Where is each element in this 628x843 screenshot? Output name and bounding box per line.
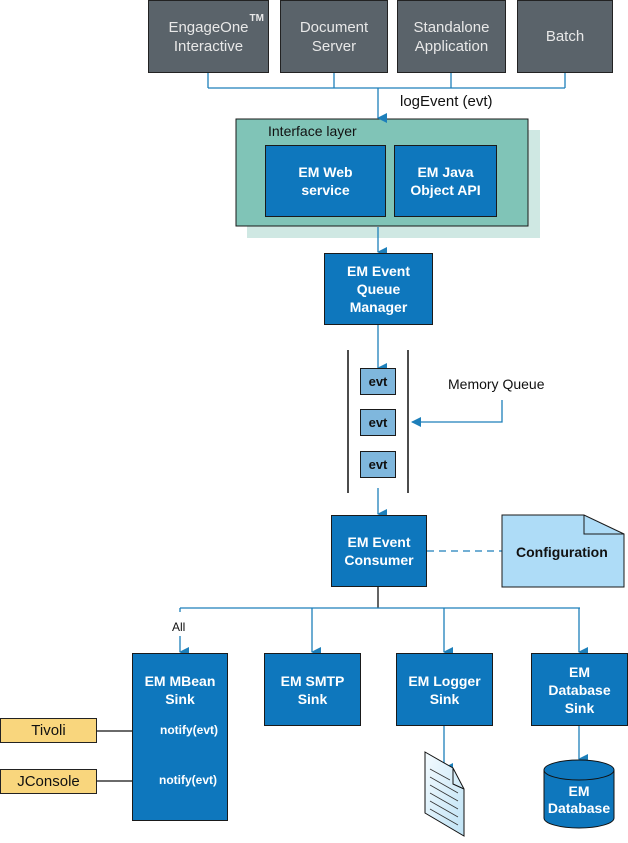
external-jconsole: JConsole — [0, 769, 97, 794]
notify-port-tivoli: notify(evt) — [160, 723, 218, 737]
java-api-line1: EM Java — [417, 164, 474, 180]
interface-layer-title: Interface layer — [268, 123, 357, 139]
queue-manager-line3: Manager — [349, 299, 408, 315]
web-service-line2: service — [301, 182, 350, 198]
mbean-line2: Sink — [165, 691, 195, 707]
smtp-line2: Sink — [297, 690, 328, 707]
external-tivoli: Tivoli — [0, 718, 97, 743]
consumer-line2: Consumer — [344, 552, 414, 568]
log-event-label: logEvent (evt) — [400, 93, 493, 110]
client-bus — [207, 72, 566, 89]
em-database-line1: EM — [568, 783, 590, 799]
database-icon — [543, 759, 615, 829]
client-line1: EngageOne — [168, 18, 249, 36]
configuration-note-shape — [501, 514, 625, 588]
java-api-line2: Object API — [410, 182, 481, 198]
client-line1: Document — [299, 18, 369, 36]
database-sink-line3: Sink — [564, 699, 595, 716]
queue-manager-line2: Queue — [356, 281, 401, 297]
trademark-mark: TM — [249, 13, 264, 24]
all-label: All — [172, 620, 186, 634]
client-line1: Batch — [545, 28, 585, 45]
em-web-service: EM Web service — [265, 145, 386, 217]
client-line1: Standalone — [413, 18, 490, 36]
memory-queue-pointer — [411, 400, 503, 427]
logger-line1: EM Logger — [408, 672, 481, 689]
queue-manager-line1: EM Event — [346, 263, 410, 279]
logger-line2: Sink — [429, 690, 460, 707]
client-line2: Server — [311, 37, 357, 55]
client-line2: Interactive — [173, 37, 244, 55]
client-batch: Batch — [517, 0, 613, 73]
web-service-line1: EM Web — [298, 164, 353, 180]
log-file-icon — [424, 751, 465, 837]
queue-event-item: evt — [360, 368, 396, 395]
memory-queue-label: Memory Queue — [448, 376, 545, 392]
configuration-label: Configuration — [516, 544, 608, 560]
notify-port-jconsole: notify(evt) — [159, 773, 217, 787]
mbean-line1: EM MBean — [144, 673, 216, 689]
client-line2: Application — [414, 37, 489, 55]
em-database-line2: Database — [547, 800, 611, 816]
consumer-line1: EM Event — [347, 534, 411, 550]
smtp-line1: EM SMTP — [280, 672, 345, 689]
database-sink-line2: Database — [548, 681, 611, 698]
database-sink-line1: EM — [568, 663, 590, 680]
queue-event-item: evt — [360, 409, 396, 436]
queue-event-item: evt — [360, 451, 396, 478]
